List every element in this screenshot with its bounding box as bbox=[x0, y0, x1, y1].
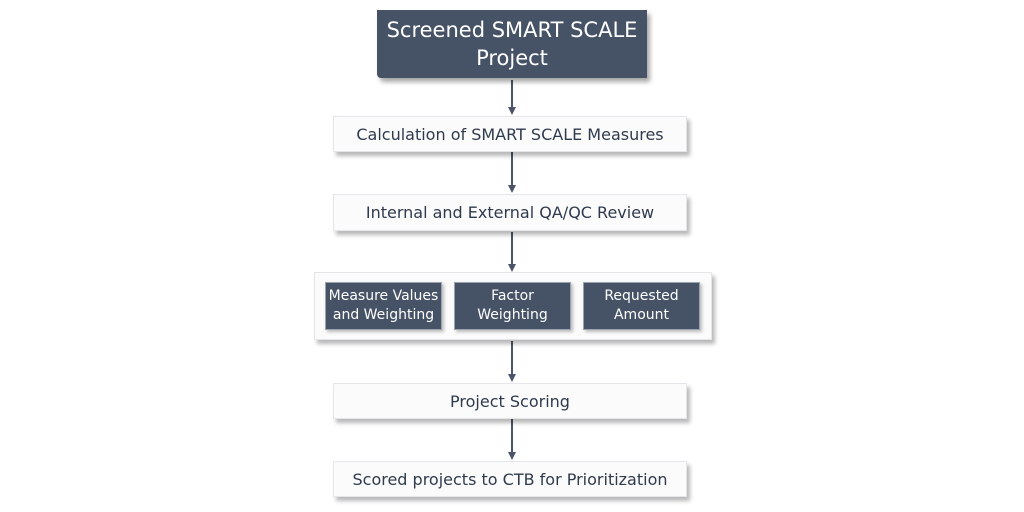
measure-values-box: Measure Values and Weighting bbox=[325, 282, 442, 330]
review-step-box: Internal and External QA/QC Review bbox=[333, 194, 687, 231]
scoring-step-box: Project Scoring bbox=[333, 383, 687, 419]
calculation-step-box: Calculation of SMART SCALE Measures bbox=[333, 116, 687, 152]
requested-amount-box: Requested Amount bbox=[583, 282, 700, 330]
scored-step-box: Scored projects to CTB for Prioritizatio… bbox=[333, 461, 687, 497]
factor-weighting-box: Factor Weighting bbox=[454, 282, 571, 330]
flowchart-title-box: Screened SMART SCALE Project bbox=[377, 10, 647, 78]
